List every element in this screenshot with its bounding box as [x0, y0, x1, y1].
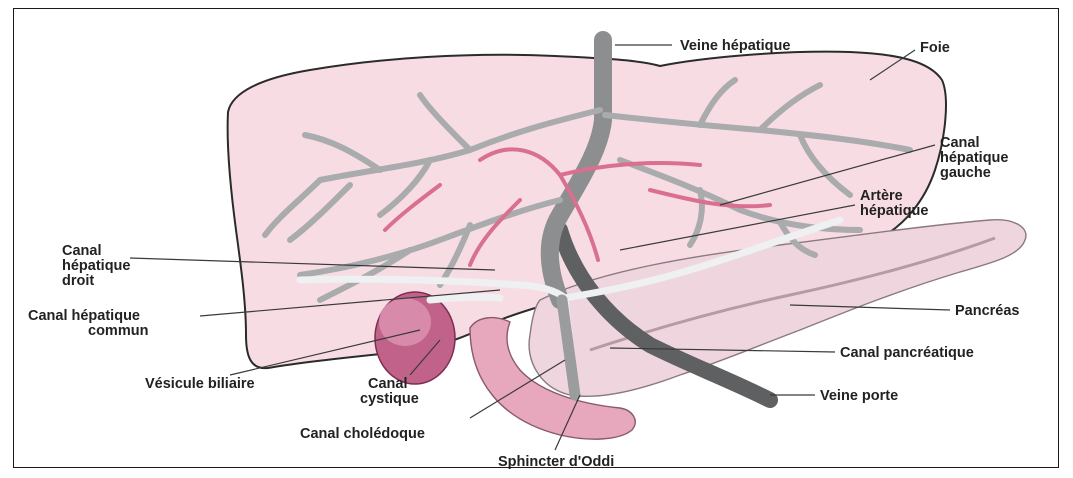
label-canal-hepatique-droit-line1: Canal: [62, 243, 102, 259]
label-canal-hepatique-commun-line2: commun: [88, 323, 148, 339]
label-canal-hepatique-commun-line1: Canal hépatique: [28, 308, 140, 324]
label-foie: Foie: [920, 40, 950, 56]
label-canal-choledoque: Canal cholédoque: [300, 426, 425, 442]
label-canal-pancreatique: Canal pancréatique: [840, 345, 974, 361]
label-canal-hepatique-commun: Canal hépatique commun: [28, 308, 148, 339]
label-vesicule-biliaire: Vésicule biliaire: [145, 376, 255, 392]
label-canal-cystique-line2: cystique: [360, 391, 419, 407]
label-canal-hepatique-gauche-line1: Canal: [940, 135, 980, 151]
label-canal-hepatique-gauche-line2: hépatique: [940, 150, 1008, 166]
label-veine-porte: Veine porte: [820, 388, 898, 404]
label-canal-hepatique-droit-line2: hépatique: [62, 258, 130, 274]
label-canal-hepatique-droit-line3: droit: [62, 273, 94, 289]
label-artere-hepatique-line1: Artère: [860, 188, 903, 204]
label-pancreas: Pancréas: [955, 303, 1020, 319]
label-artere-hepatique-line2: hépatique: [860, 203, 928, 219]
label-veine-hepatique: Veine hépatique: [680, 38, 790, 54]
label-canal-hepatique-droit: Canal hépatique droit: [62, 243, 135, 289]
label-canal-cystique-line1: Canal: [368, 376, 408, 392]
label-sphincter-oddi: Sphincter d'Oddi: [498, 454, 614, 470]
gallbladder-highlight: [379, 298, 431, 346]
label-canal-hepatique-gauche-line3: gauche: [940, 165, 991, 181]
label-canal-hepatique-gauche: Canal hépatique gauche: [940, 135, 1013, 181]
label-canal-cystique: Canal cystique: [360, 376, 419, 407]
